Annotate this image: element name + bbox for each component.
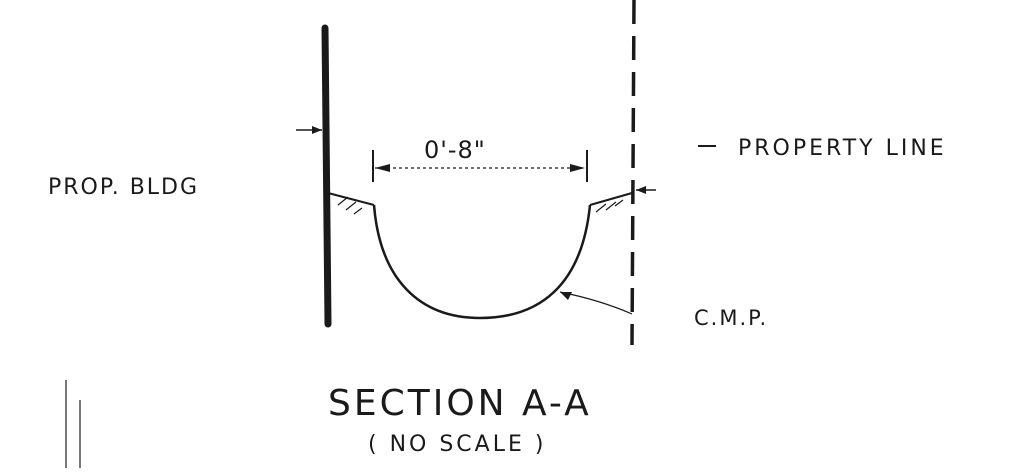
property-line-label: PROPERTY LINE <box>738 136 947 161</box>
dimension-label: 0'-8" <box>424 136 486 164</box>
leader-property-line-arrow <box>636 186 646 194</box>
section-title: SECTION A-A <box>328 383 592 424</box>
building-wall-line <box>321 24 332 328</box>
dimension-arrow-right <box>570 164 585 172</box>
section-subtitle: ( NO SCALE ) <box>368 432 547 457</box>
ground-hatch-right <box>595 199 624 213</box>
leader-cmp <box>559 291 633 315</box>
cmp-channel-curve <box>372 204 592 320</box>
ground-slope-left <box>327 192 375 206</box>
ground-hatch-left <box>337 196 363 215</box>
prop-bldg-label: PROP. BLDG <box>48 175 200 200</box>
ground-slope-right <box>589 192 633 206</box>
property-line-dashed <box>630 0 636 346</box>
leader-prop-bldg-arrow <box>312 126 322 134</box>
leader-cmp-arrow <box>560 292 572 300</box>
dimension-arrow-left <box>375 164 390 172</box>
cmp-label: C.M.P. <box>694 306 769 330</box>
